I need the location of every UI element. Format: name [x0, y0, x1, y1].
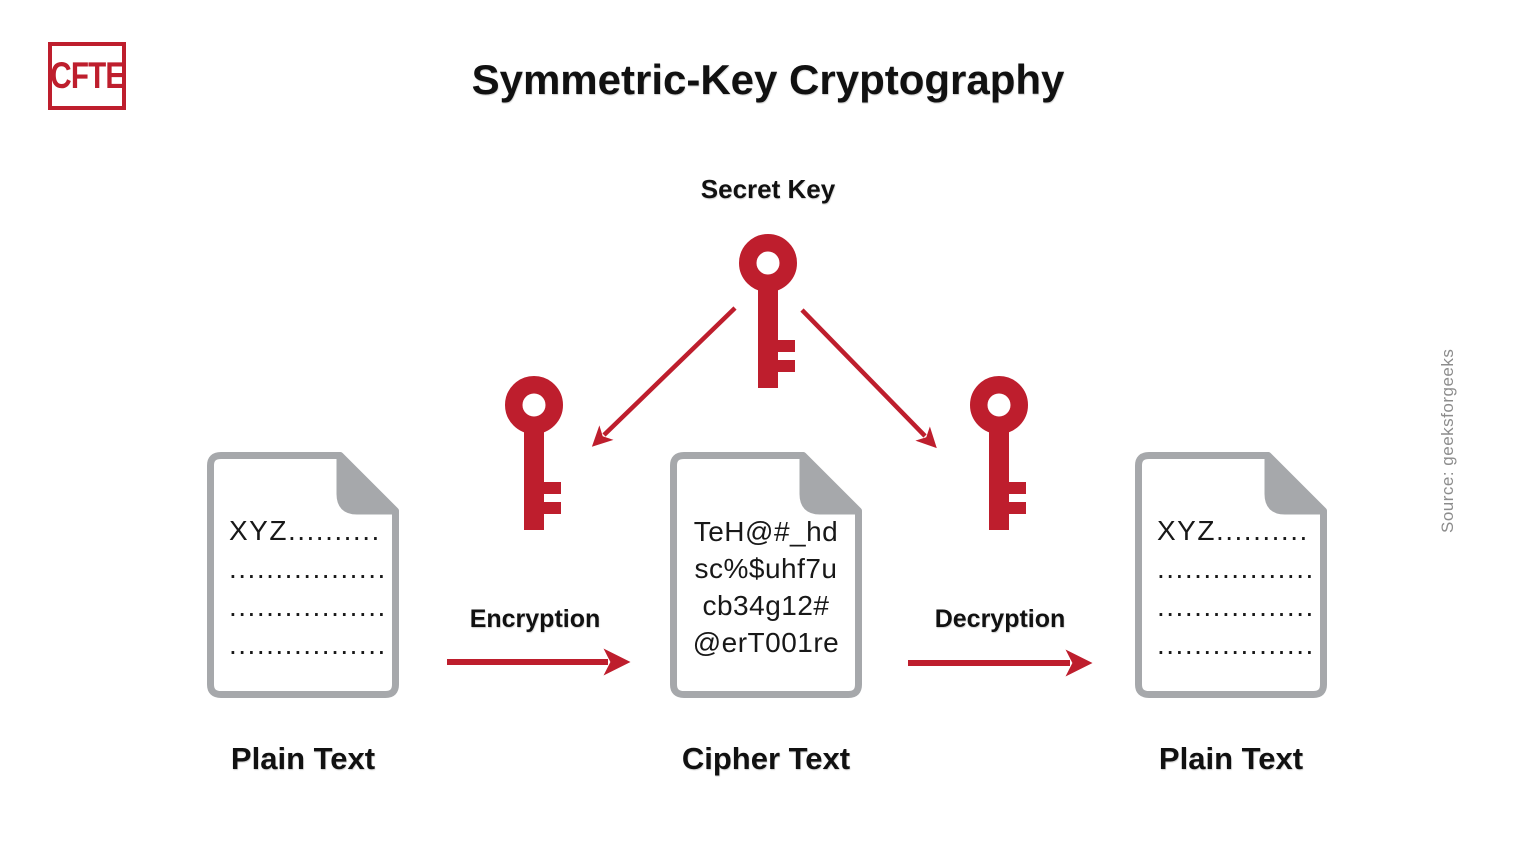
- document-line: .................: [229, 553, 385, 584]
- document-line: TeH@#_hd: [693, 516, 839, 547]
- plain-text-content: XYZ.......... ................. ........…: [1157, 512, 1313, 664]
- document-icon: [207, 452, 399, 698]
- document-line: .................: [1157, 553, 1313, 584]
- encryption-key-icon: [505, 376, 563, 530]
- document-line: cb34g12#: [702, 590, 830, 621]
- secret-key-to-encryption-arrow: [591, 306, 737, 447]
- document-line: sc%$uhf7u: [694, 553, 838, 584]
- cipher-text-document: TeH@#_hd sc%$uhf7u cb34g12# @erT001re: [670, 452, 862, 698]
- source-credit: Source: geeksforgeeks: [1438, 348, 1457, 533]
- cipher-text-caption: Cipher Text: [681, 741, 851, 776]
- plain-text-caption-left: Plain Text: [230, 741, 376, 776]
- secret-key-to-decryption-arrow: [800, 308, 937, 449]
- secret-key-label: Secret Key: [700, 174, 836, 204]
- plain-text-document-right: XYZ.......... ................. ........…: [1135, 452, 1327, 698]
- plain-text-document-left: XYZ.......... ................. ........…: [207, 452, 399, 698]
- page-title: Symmetric-Key Cryptography: [471, 56, 1065, 103]
- document-icon: [1135, 452, 1327, 698]
- document-line: .................: [1157, 591, 1313, 622]
- document-line: .................: [1157, 629, 1313, 660]
- secret-key-icon: [739, 234, 797, 388]
- decryption-label: Decryption: [934, 605, 1066, 633]
- plain-text-content: XYZ.......... ................. ........…: [229, 512, 385, 664]
- cipher-text-content: TeH@#_hd sc%$uhf7u cb34g12# @erT001re: [670, 513, 862, 661]
- decryption-key-icon: [970, 376, 1028, 530]
- document-line: .................: [229, 629, 385, 660]
- document-line: XYZ..........: [1157, 515, 1309, 546]
- cfte-logo-text: CFTE: [49, 55, 125, 96]
- document-line: XYZ..........: [229, 515, 381, 546]
- encryption-label: Encryption: [469, 605, 601, 633]
- plain-text-caption-right: Plain Text: [1158, 741, 1304, 776]
- document-line: .................: [229, 591, 385, 622]
- document-icon: [670, 452, 862, 698]
- cfte-logo: CFTE: [48, 42, 126, 110]
- document-line: @erT001re: [692, 627, 840, 658]
